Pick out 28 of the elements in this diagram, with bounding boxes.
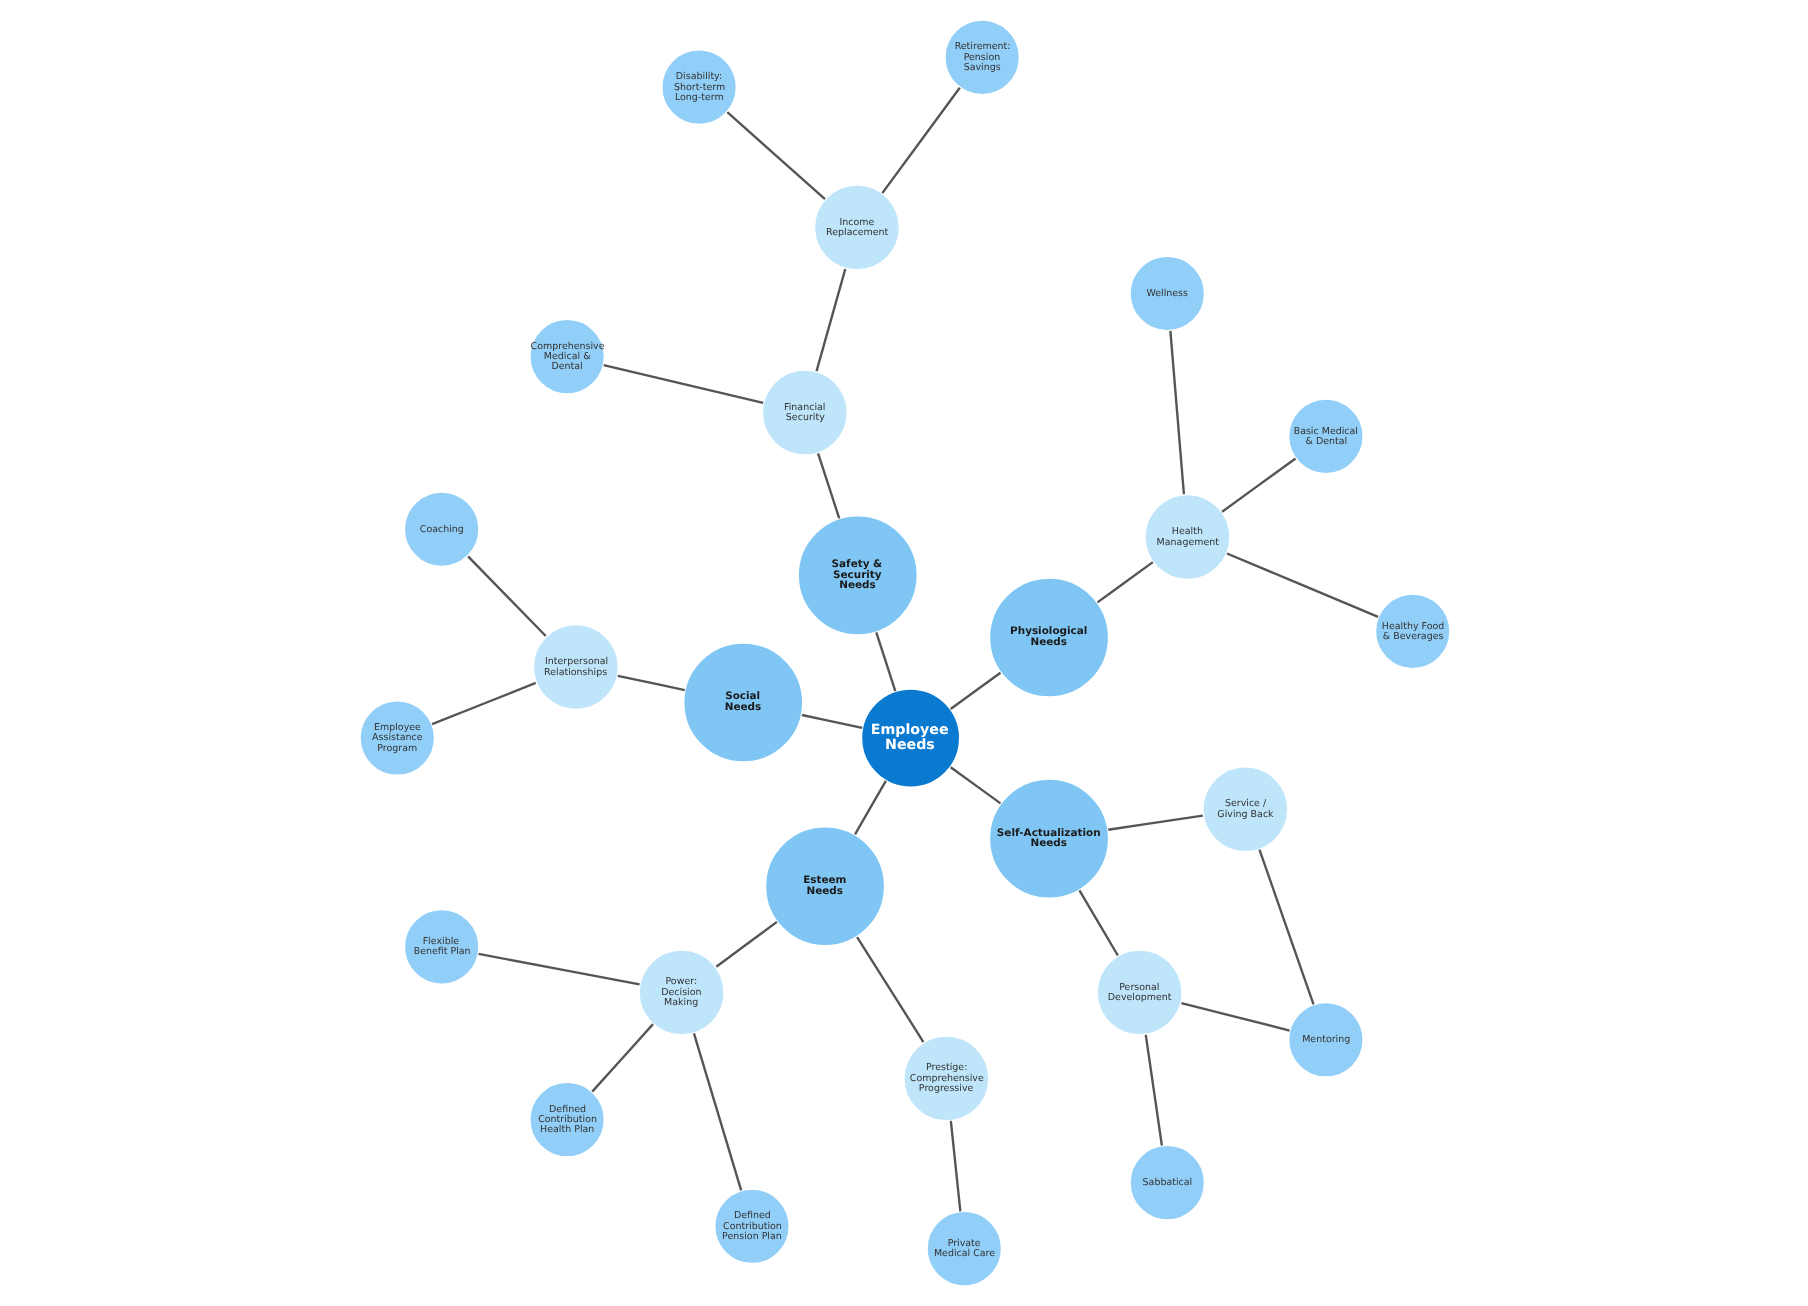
connector (1180, 1001, 1289, 1032)
connector (815, 453, 840, 519)
connector (1095, 561, 1153, 604)
connector (800, 713, 862, 729)
connector (430, 681, 536, 726)
connector (948, 766, 1001, 805)
connector (1143, 1034, 1163, 1146)
connector (725, 111, 825, 201)
connector (477, 952, 639, 986)
connector (691, 1033, 742, 1191)
connector (948, 1120, 961, 1212)
connector (853, 780, 886, 835)
connector (1220, 457, 1296, 513)
connector (1257, 849, 1314, 1005)
connector (616, 674, 684, 692)
connector (948, 671, 1001, 710)
connector (714, 920, 777, 968)
connector (1107, 814, 1202, 831)
connector (880, 87, 960, 194)
connector (1168, 330, 1185, 495)
connector (466, 555, 546, 637)
connector (874, 632, 896, 692)
connector (855, 936, 924, 1043)
connector (1225, 552, 1378, 618)
connector (1077, 889, 1118, 957)
connector (814, 268, 846, 372)
connector (590, 1023, 653, 1093)
connector (602, 364, 763, 404)
